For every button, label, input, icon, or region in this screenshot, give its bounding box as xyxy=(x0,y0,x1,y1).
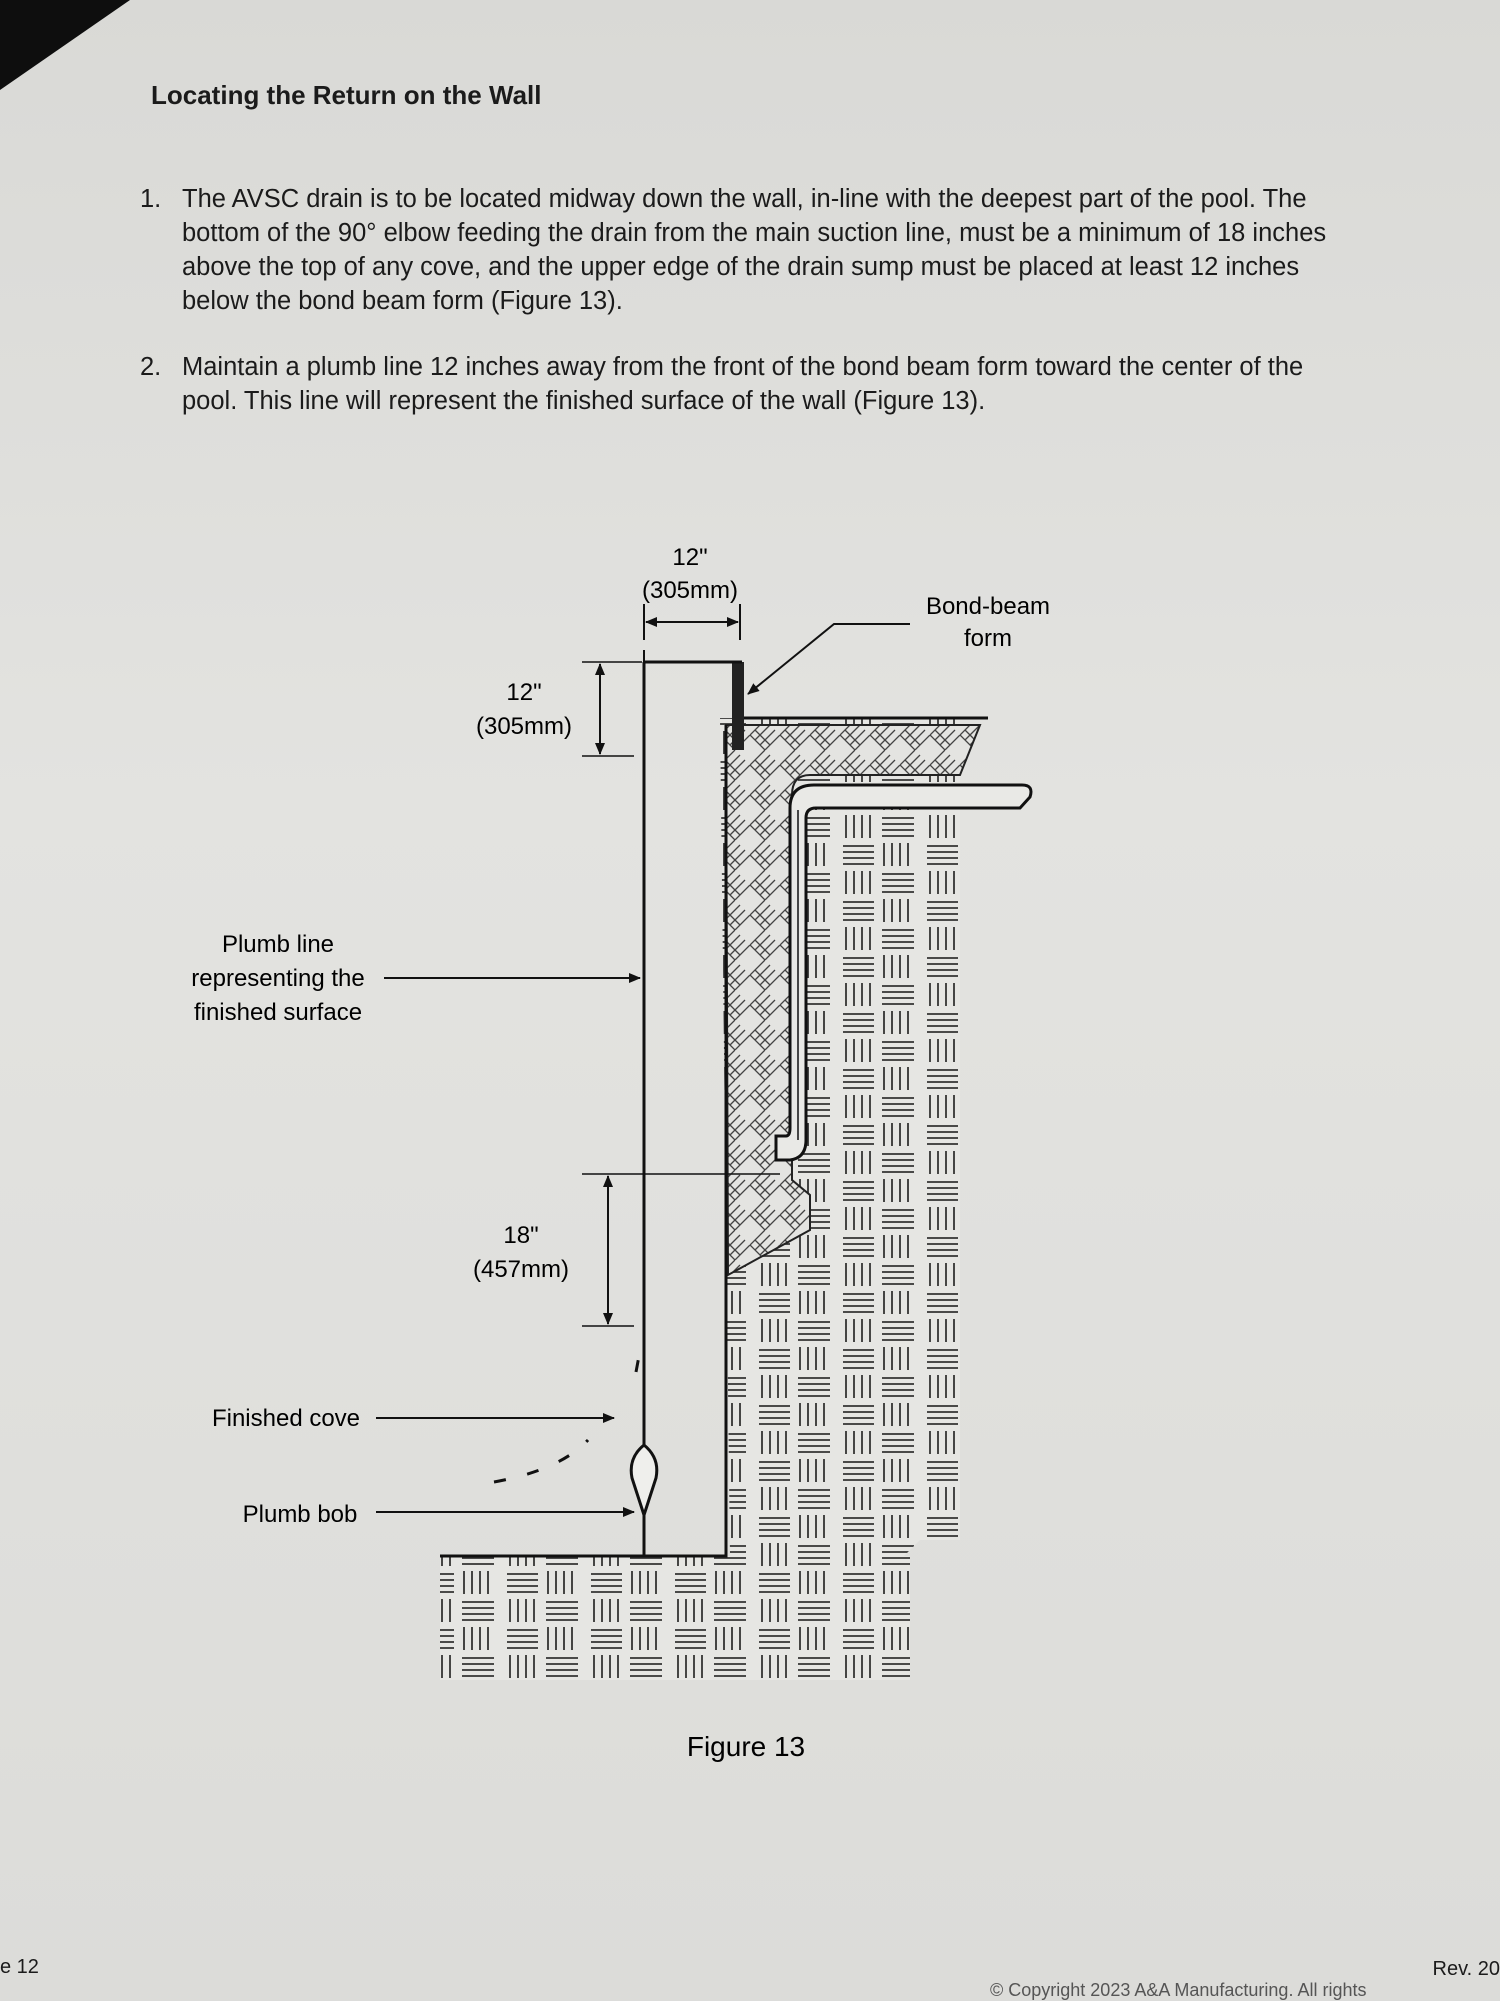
left-dim-top-inches: 12" xyxy=(506,679,541,706)
left-dim-bottom-inches: 18" xyxy=(503,1222,538,1249)
bond-beam-leader xyxy=(747,623,910,695)
plumb-line-label-line3: finished surface xyxy=(194,999,362,1026)
suction-pipe xyxy=(774,783,1033,1162)
bond-beam-form xyxy=(732,662,744,750)
top-dim-inches: 12" xyxy=(672,544,707,571)
page-corner-shadow xyxy=(0,0,130,90)
step-number: 1. xyxy=(140,185,162,213)
step-number: 2. xyxy=(140,353,162,381)
left-dim-bottom-mm: (457mm) xyxy=(473,1256,569,1283)
instruction-step: 2. Maintain a plumb line 12 inches away … xyxy=(140,350,1330,418)
section-heading: Locating the Return on the Wall xyxy=(151,80,542,110)
bond-beam-label-line2: form xyxy=(964,625,1012,652)
finished-cove-curve xyxy=(493,1339,644,1484)
finished-cove-label: Finished cove xyxy=(212,1405,360,1432)
plumb-bob-label: Plumb bob xyxy=(243,1501,358,1528)
step-text: The AVSC drain is to be located midway d… xyxy=(182,185,1327,315)
step-text: Maintain a plumb line 12 inches away fro… xyxy=(182,353,1304,415)
page-number: e 12 xyxy=(0,1956,39,1978)
bond-beam-label-line1: Bond-beam xyxy=(926,593,1050,620)
floor-block xyxy=(440,1556,910,1680)
masonry-wall xyxy=(440,718,960,1680)
plumb-line-label-line1: Plumb line xyxy=(222,931,334,958)
plumb-bob xyxy=(629,1443,659,1520)
revision-label: Rev. 20 xyxy=(1432,1958,1500,1980)
instruction-list: 1. The AVSC drain is to be located midwa… xyxy=(140,182,1330,450)
instruction-step: 1. The AVSC drain is to be located midwa… xyxy=(140,182,1330,318)
wall-outline xyxy=(642,662,728,1558)
figure-caption: Figure 13 xyxy=(687,1731,805,1762)
plumb-line-label-line2: representing the xyxy=(191,965,364,992)
left-dim-top-mm: (305mm) xyxy=(476,713,572,740)
copyright-notice: © Copyright 2023 A&A Manufacturing. All … xyxy=(990,1980,1367,2000)
top-dim-mm: (305mm) xyxy=(642,577,738,604)
